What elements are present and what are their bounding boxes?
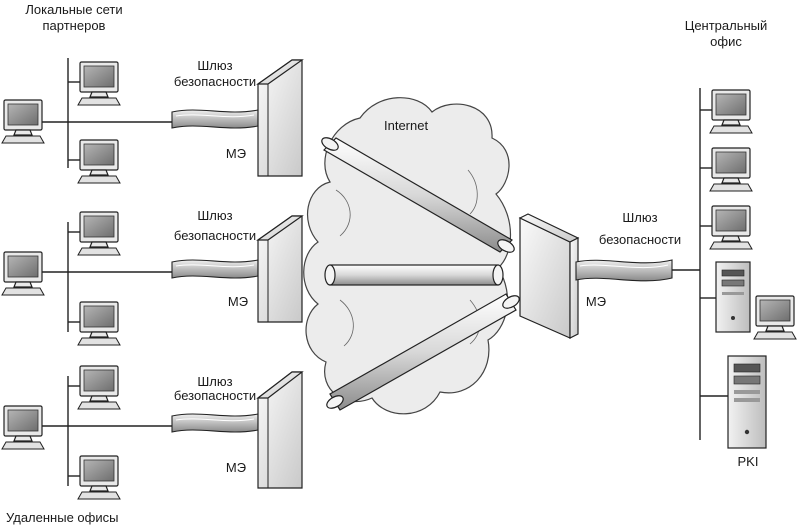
site-partners <box>2 58 172 183</box>
firewall-label: МЭ <box>228 294 248 309</box>
gateway-label-line1: Шлюз <box>197 374 232 389</box>
partners-label-line1: Локальные сети <box>25 2 122 17</box>
site-remote <box>2 366 172 499</box>
computer-monitor-icon <box>78 62 120 105</box>
computer-monitor-icon <box>710 206 752 249</box>
gateway-label-line1: Шлюз <box>197 208 232 223</box>
firewall-wall-icon <box>258 372 302 488</box>
gateway-label-line2: безопасности <box>174 388 256 403</box>
computer-monitor-icon <box>78 366 120 409</box>
firewall-wall-icon <box>258 216 302 322</box>
central-office-label-line1: Центральный <box>685 18 768 33</box>
central-office-label-line2: офис <box>710 34 742 49</box>
remote-offices-label: Удаленные офисы <box>6 510 118 525</box>
computer-monitor-icon <box>78 302 120 345</box>
computer-monitor-icon <box>754 296 796 339</box>
pki-label: PKI <box>738 454 759 469</box>
gateway-label-line2: безопасности <box>174 74 256 89</box>
site-middle <box>2 212 172 345</box>
firewall-label: МЭ <box>586 294 606 309</box>
site-central <box>672 88 796 448</box>
computer-monitor-icon <box>2 406 44 449</box>
gateway-label-line2: безопасности <box>174 228 256 243</box>
firewall-wall-icon <box>520 214 578 338</box>
computer-monitor-icon <box>2 252 44 295</box>
firewall-wall-icon <box>258 60 302 176</box>
partners-label-line2: партнеров <box>43 18 106 33</box>
computer-monitor-icon <box>710 148 752 191</box>
gateway-label-line1: Шлюз <box>197 58 232 73</box>
security-gateway-icon <box>576 260 672 281</box>
gateway-label-line1: Шлюз <box>622 210 657 225</box>
server-tower-icon <box>728 356 766 448</box>
computer-monitor-icon <box>78 212 120 255</box>
computer-monitor-icon <box>710 90 752 133</box>
vpn-tunnel-icon <box>325 265 503 285</box>
security-gateway-icon <box>172 414 258 432</box>
computer-monitor-icon <box>78 140 120 183</box>
computer-monitor-icon <box>78 456 120 499</box>
firewall-label: МЭ <box>226 146 246 161</box>
security-gateway-icon <box>172 110 258 128</box>
computer-monitor-icon <box>2 100 44 143</box>
internet-label: Internet <box>384 118 428 133</box>
server-tower-icon <box>716 262 750 332</box>
gateway-label-line2: безопасности <box>599 232 681 247</box>
firewall-label: МЭ <box>226 460 246 475</box>
security-gateway-icon <box>172 260 258 278</box>
